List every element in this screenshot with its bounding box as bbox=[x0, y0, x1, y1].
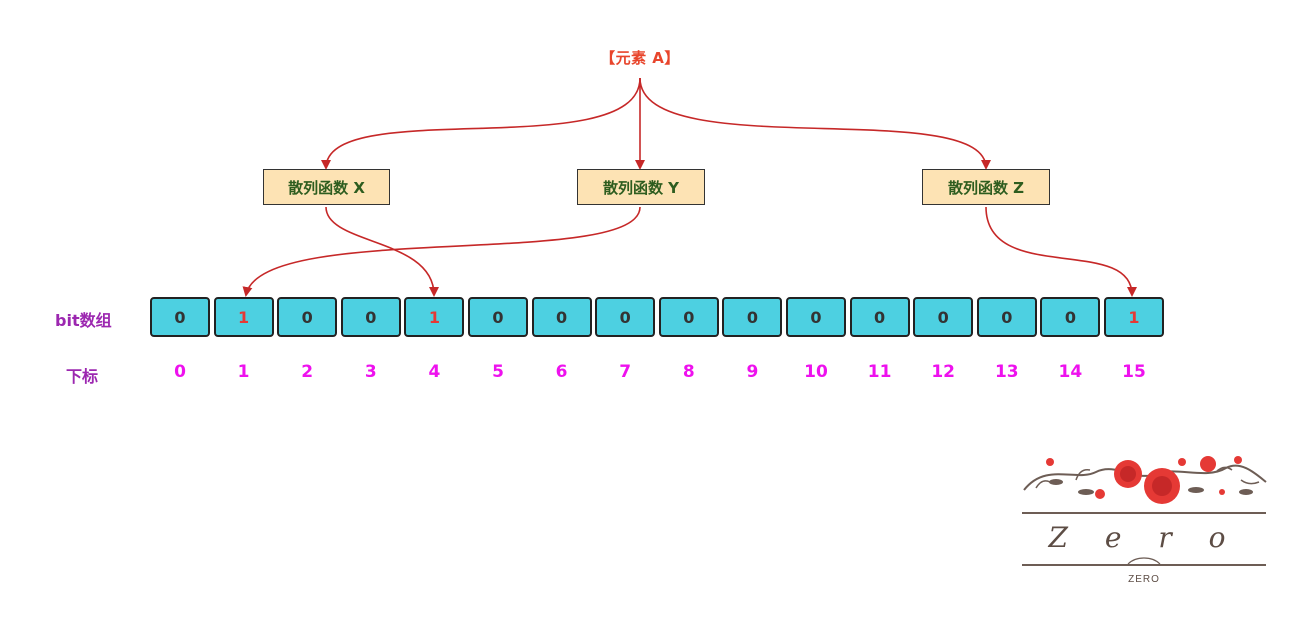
hash-function-y-label: 散列函数 Y bbox=[602, 178, 680, 197]
bit-cell: 0 bbox=[340, 297, 401, 337]
bit-cell: 1 bbox=[213, 297, 274, 337]
bit-cell: 0 bbox=[468, 297, 528, 337]
index-label: 4 bbox=[428, 362, 441, 382]
arrow-element-to-hash-x bbox=[321, 77, 641, 170]
bit-cell: 0 bbox=[1040, 297, 1101, 337]
index-label: 9 bbox=[746, 362, 759, 382]
arrow-hash-y-to-cell bbox=[242, 206, 641, 297]
index-label: 14 bbox=[1058, 362, 1083, 382]
bit-cell: 0 bbox=[976, 297, 1037, 337]
bit-cell: 0 bbox=[595, 297, 656, 337]
arrow-hash-z-to-cell bbox=[985, 206, 1137, 297]
index-label: 0 bbox=[174, 362, 186, 382]
bit-cell: 1 bbox=[1104, 297, 1164, 337]
index-label: 6 bbox=[555, 362, 568, 382]
bit-array-label: bit数组 bbox=[55, 311, 112, 330]
index-label: 11 bbox=[867, 362, 892, 382]
logo-word: Z e r o bbox=[1048, 521, 1240, 554]
index-label: 1 bbox=[237, 362, 250, 382]
element-label: 【元素 A】 bbox=[600, 49, 680, 67]
index-label: 7 bbox=[619, 362, 632, 382]
hash-function-z-label: 散列函数 Z bbox=[947, 178, 1025, 197]
index-label: 13 bbox=[994, 362, 1019, 382]
hash-function-z-box: 散列函数 Z bbox=[922, 169, 1050, 205]
index-label: 12 bbox=[931, 362, 956, 382]
index-label: 8 bbox=[682, 362, 695, 382]
bit-cell: 0 bbox=[786, 297, 846, 337]
index-label: 2 bbox=[301, 362, 314, 382]
logo-flourish-icon bbox=[1127, 557, 1161, 565]
hash-function-x-label: 散列函数 X bbox=[288, 178, 365, 197]
hash-function-x-box: 散列函数 X bbox=[263, 169, 390, 205]
arrow-hash-x-to-cell bbox=[325, 206, 439, 297]
bit-cell: 0 bbox=[658, 297, 719, 337]
bit-cell: 0 bbox=[913, 297, 974, 337]
bit-cell: 0 bbox=[150, 297, 210, 337]
index-label: 5 bbox=[492, 362, 504, 382]
index-label: 3 bbox=[364, 362, 377, 382]
rose-vine-icon bbox=[1023, 456, 1267, 504]
logo-caption: ZERO bbox=[1128, 574, 1160, 585]
arrow-element-to-hash-z bbox=[639, 77, 991, 170]
bit-cell: 0 bbox=[722, 297, 783, 337]
bit-cell: 0 bbox=[277, 297, 338, 337]
index-label: 10 bbox=[804, 362, 828, 382]
index-row-label: 下标 bbox=[66, 367, 99, 386]
hash-function-y-box: 散列函数 Y bbox=[577, 169, 705, 205]
bit-cell: 1 bbox=[404, 297, 465, 337]
bit-cell: 0 bbox=[531, 297, 592, 337]
zero-logo: Z e r o ZERO bbox=[1022, 456, 1267, 585]
index-label: 15 bbox=[1122, 362, 1146, 382]
bit-cell: 0 bbox=[849, 297, 910, 337]
